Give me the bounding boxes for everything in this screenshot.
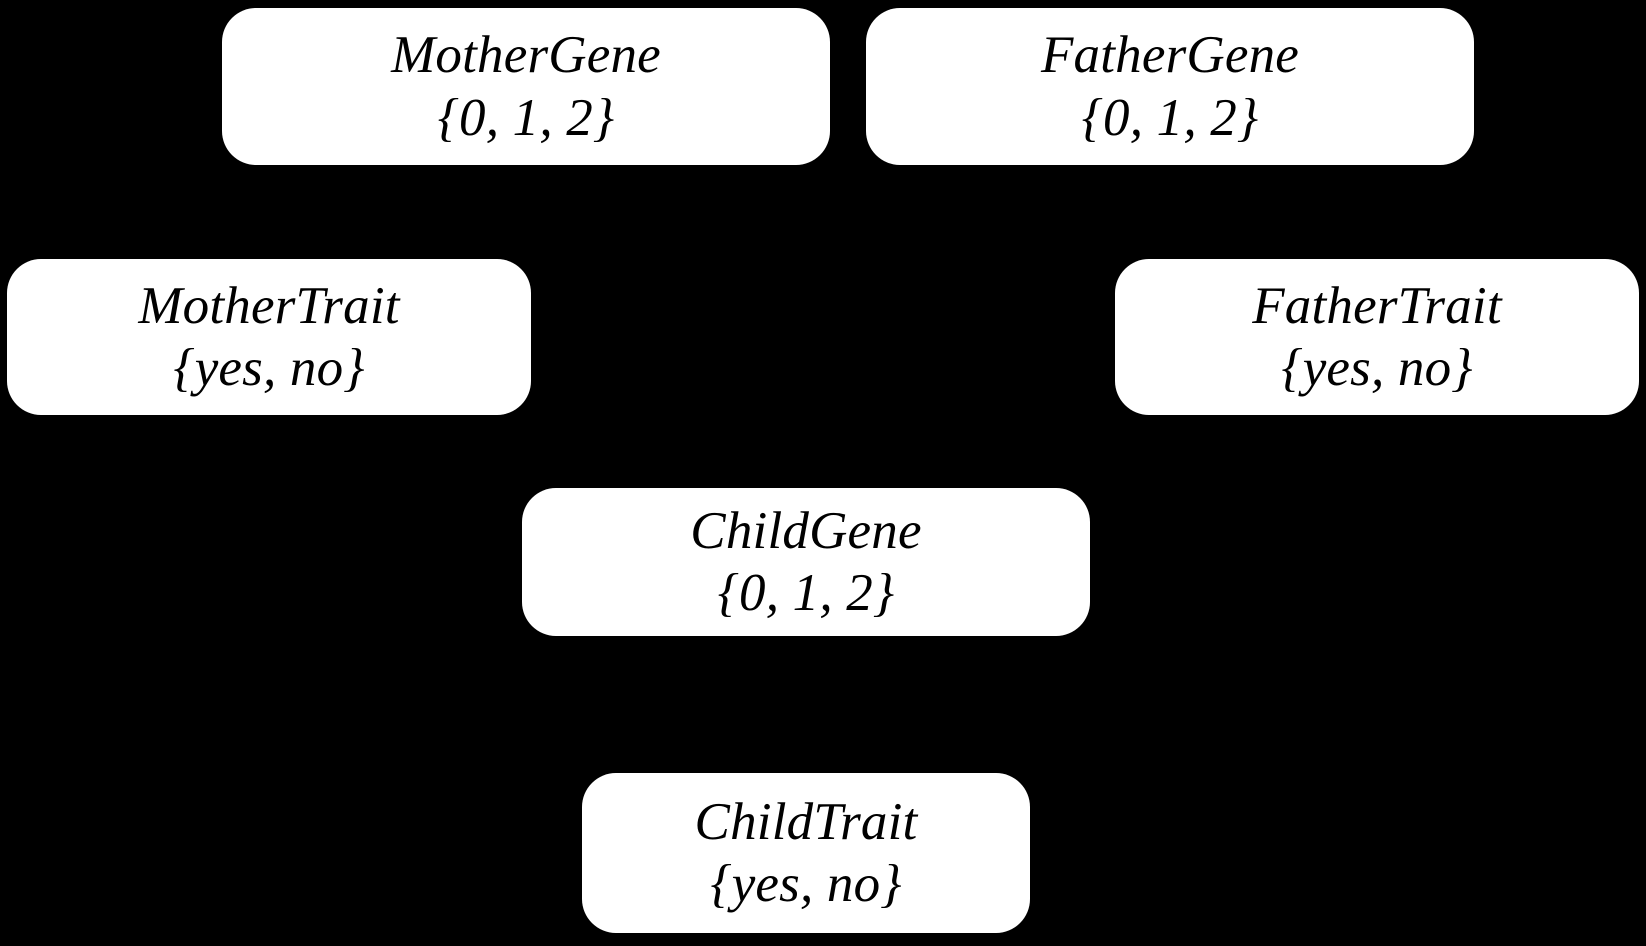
node-father-gene-title: FatherGene (1040, 26, 1300, 85)
node-father-gene-domain: {0, 1, 2} (1081, 88, 1259, 147)
node-child-trait-title: ChildTrait (694, 792, 918, 851)
node-child-gene-domain: {0, 1, 2} (717, 564, 895, 622)
node-mother-trait-title: MotherTrait (138, 276, 400, 335)
node-mother-gene-domain: {0, 1, 2} (437, 88, 615, 147)
node-father-trait-title: FatherTrait (1252, 276, 1502, 335)
node-child-gene-title: ChildGene (690, 501, 922, 560)
node-mother-gene[interactable]: MotherGene {0, 1, 2} (222, 8, 830, 165)
node-father-trait[interactable]: FatherTrait {yes, no} (1115, 259, 1639, 415)
node-child-trait[interactable]: ChildTrait {yes, no} (582, 773, 1030, 933)
node-mother-trait-domain: {yes, no} (173, 339, 365, 397)
node-father-gene[interactable]: FatherGene {0, 1, 2} (866, 8, 1474, 165)
node-father-trait-domain: {yes, no} (1281, 339, 1473, 397)
node-mother-gene-title: MotherGene (391, 26, 661, 85)
node-child-gene[interactable]: ChildGene {0, 1, 2} (522, 488, 1090, 636)
node-child-trait-domain: {yes, no} (710, 855, 902, 913)
node-mother-trait[interactable]: MotherTrait {yes, no} (7, 259, 531, 415)
